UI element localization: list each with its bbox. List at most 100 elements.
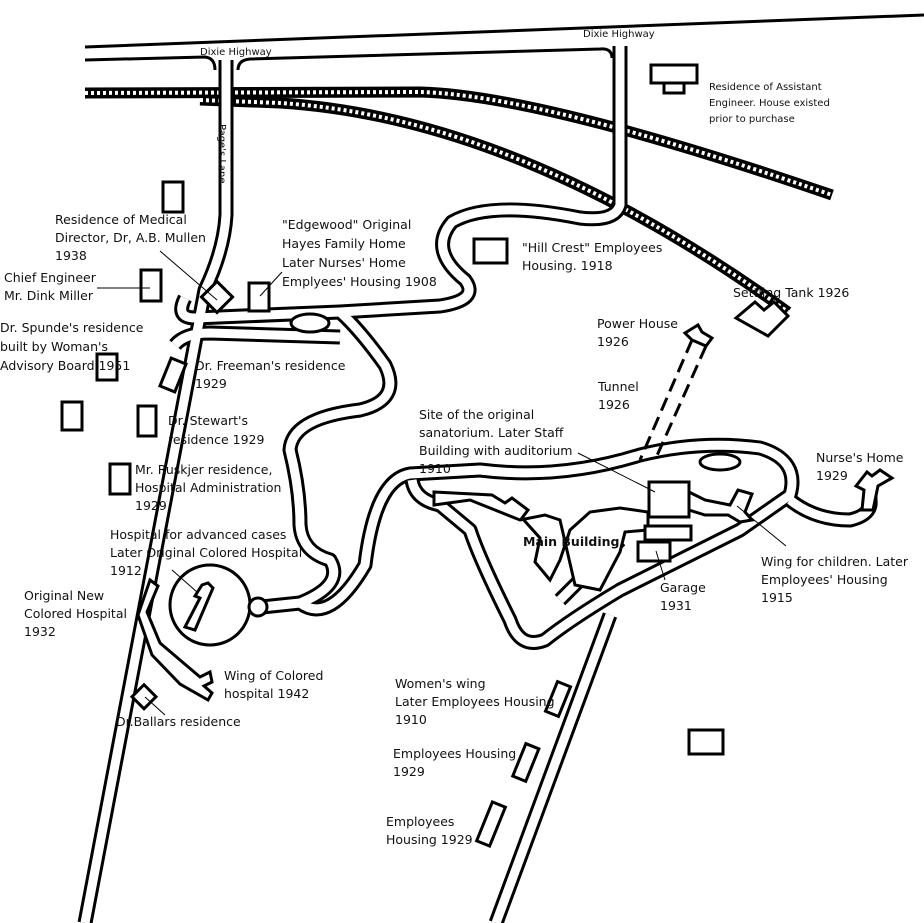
label-line: 1929 [135, 498, 167, 513]
label-line: Director, Dr, A.B. Mullen [55, 230, 206, 245]
label-line: 1932 [24, 624, 56, 639]
building-edgewood [247, 281, 271, 313]
label-line: Women's wing [395, 676, 486, 691]
label-line: Hospital for advanced cases [110, 527, 286, 542]
label-line: Advisory Board 1951 [0, 358, 130, 373]
label-ballars: Dr.Ballars residence [116, 714, 241, 729]
building-assistant-engineer [649, 63, 699, 95]
label-line: 1910 [419, 461, 451, 476]
label-line: 1912 [110, 563, 142, 578]
building-childrens-wing [687, 488, 755, 524]
building-new-colored-hospital [136, 577, 214, 703]
building-unlabeled-west [60, 400, 84, 432]
roads [77, 46, 878, 923]
building-power-house [682, 322, 715, 348]
label-original-sanatorium: Site of the original sanatorium. Later St… [419, 407, 572, 476]
label-line: Mr. Ruskjer residence, [135, 462, 272, 477]
label-line: 1915 [761, 590, 793, 605]
building-hill-crest [472, 237, 509, 265]
label-line: Site of the original [419, 407, 534, 422]
building-ballars [129, 682, 159, 711]
label-line: Engineer. House existed [709, 98, 830, 109]
label-line: Employees Housing [393, 746, 516, 761]
label-line: Power House [597, 316, 678, 331]
small-circle [247, 596, 269, 618]
label-line: Hayes Family Home [282, 236, 406, 251]
label-line: Emplyees' Housing 1908 [282, 274, 437, 289]
label-line: 1929 [393, 764, 425, 779]
buildings [60, 63, 895, 849]
label-line: Residence of Assistant [709, 82, 822, 93]
label-line: built by Woman's [0, 339, 108, 354]
building-settling-tank [733, 299, 791, 338]
label-ruskjer: Mr. Ruskjer residence, Hospital Administr… [135, 462, 281, 513]
building-unlabeled-north [161, 180, 185, 214]
label-line: Dr. Freeman's residence [195, 358, 346, 373]
building-spunde [95, 352, 119, 382]
dixie-highway-label-left: Dixie Highway [200, 47, 272, 58]
leader-lines [97, 250, 787, 716]
label-settling-tank: Settling Tank 1926 [733, 285, 849, 300]
label-freeman: Dr. Freeman's residence 1929 [195, 358, 346, 391]
label-tunnel: Tunnel 1926 [597, 379, 639, 412]
label-line: Nurse's Home [816, 450, 904, 465]
label-line: Main Building [523, 534, 619, 549]
building-womens-wing [543, 679, 573, 719]
label-line: 1929 [195, 376, 227, 391]
label-line: Later Original Colored Hospital [110, 545, 302, 560]
label-line: Dr. Stewart's [168, 413, 248, 428]
label-line: Employees [386, 814, 454, 829]
building-main [432, 490, 650, 592]
label-main-building: Main Building [523, 534, 619, 549]
label-line: Wing for children. Later [761, 554, 909, 569]
building-freeman [158, 356, 188, 394]
label-line: Wing of Colored [224, 668, 323, 683]
building-unlabeled-east [687, 728, 725, 756]
building-advanced-cases [182, 581, 215, 632]
label-line: Original New [24, 588, 104, 603]
label-line: Chief Engineer [4, 270, 97, 285]
label-line: Tunnel [597, 379, 639, 394]
label-line: sanatorium. Later Staff [419, 425, 564, 440]
label-line: Garage [660, 580, 706, 595]
label-line: Mr. Dink Miller [4, 288, 94, 303]
building-chief-engineer [139, 268, 163, 303]
label-line: hospital 1942 [224, 686, 309, 701]
building-stewart [136, 404, 158, 438]
label-line: Dr.Ballars residence [116, 714, 241, 729]
label-line: Settling Tank 1926 [733, 285, 849, 300]
roundabout-oval [289, 312, 331, 334]
label-line: Later Employees Housing [395, 694, 555, 709]
building-employees-housing-2 [474, 799, 508, 849]
label-line: Hospital Administration [135, 480, 281, 495]
label-line: Colored Hospital [24, 606, 127, 621]
label-line: residence 1929 [168, 432, 264, 447]
tunnel [638, 339, 708, 461]
building-garage [636, 540, 672, 563]
label-line: 1938 [55, 248, 87, 263]
label-line: "Edgewood" Original [282, 217, 411, 232]
building-garage-a [643, 524, 693, 542]
label-line: Building with auditorium [419, 443, 572, 458]
building-ruskjer [108, 462, 132, 496]
label-colored-wing: Wing of Colored hospital 1942 [224, 668, 323, 701]
label-line: 1910 [395, 712, 427, 727]
dixie-highway-label-right: Dixie Highway [583, 29, 655, 40]
loop-oval [698, 452, 742, 472]
building-nurses-home [853, 468, 895, 512]
label-line: 1926 [598, 397, 630, 412]
label-line: "Hill Crest" Employees [522, 240, 662, 255]
label-line: Later Nurses' Home [282, 255, 406, 270]
